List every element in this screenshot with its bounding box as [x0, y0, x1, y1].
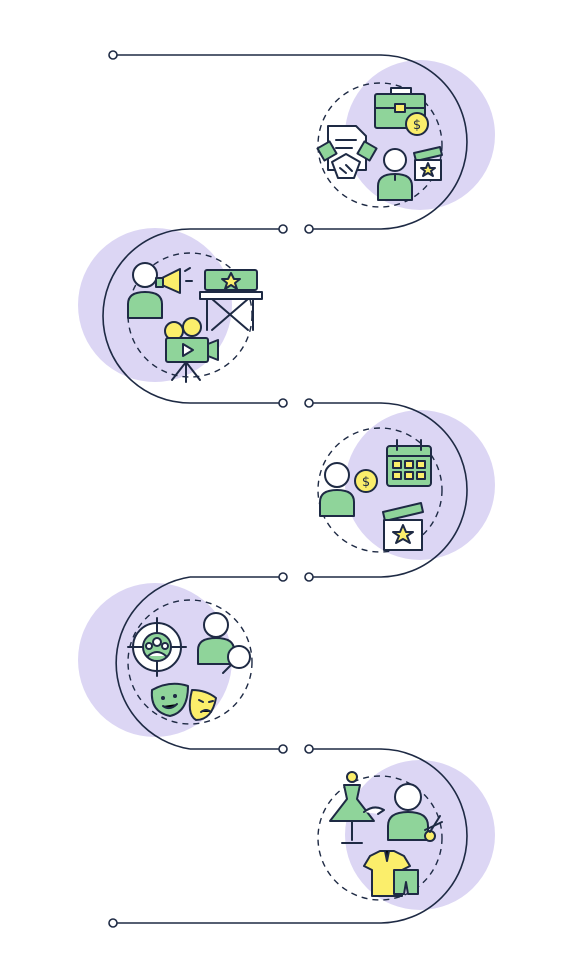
node — [278, 572, 288, 582]
step-2-icons — [127, 262, 263, 383]
node — [304, 224, 314, 234]
contract-handshake-icon — [316, 125, 378, 179]
node — [278, 224, 288, 234]
tailor-person-scissors-icon — [387, 783, 443, 842]
person-dollar-icon: $ — [319, 462, 378, 517]
briefcase-dollar-icon: $ — [374, 87, 429, 136]
clapperboard-star-icon — [382, 502, 424, 551]
svg-text:$: $ — [413, 118, 421, 133]
person-megaphone-icon — [127, 262, 193, 319]
node — [278, 398, 288, 408]
theater-masks-icon — [150, 682, 217, 721]
step-4-dashed-ring — [127, 599, 253, 725]
director-chair-icon — [199, 269, 263, 331]
timeline-nodes — [108, 50, 314, 928]
film-camera-icon — [164, 317, 219, 383]
node — [304, 572, 314, 582]
step-4-icons — [127, 612, 251, 721]
end-node — [108, 918, 118, 928]
producer-person-icon — [377, 148, 413, 201]
node — [304, 398, 314, 408]
timeline-path — [102, 54, 468, 924]
start-node — [108, 50, 118, 60]
step-1-icons: $ — [316, 87, 443, 201]
step-3-icons: $ — [319, 439, 432, 551]
shirt-shorts-icon — [363, 850, 419, 897]
step-5-icons — [329, 771, 443, 897]
clapperboard-star-icon — [413, 146, 443, 181]
step-3-dashed-ring — [317, 427, 443, 553]
person-search-icon — [197, 612, 251, 674]
dress-mannequin-icon — [329, 771, 385, 844]
casting-target-icon — [127, 617, 187, 677]
calendar-icon — [386, 439, 432, 487]
svg-text:$: $ — [362, 475, 370, 490]
step-5-dashed-ring — [317, 775, 443, 901]
step-1-dashed-ring — [317, 82, 443, 208]
node — [304, 744, 314, 754]
node — [278, 744, 288, 754]
